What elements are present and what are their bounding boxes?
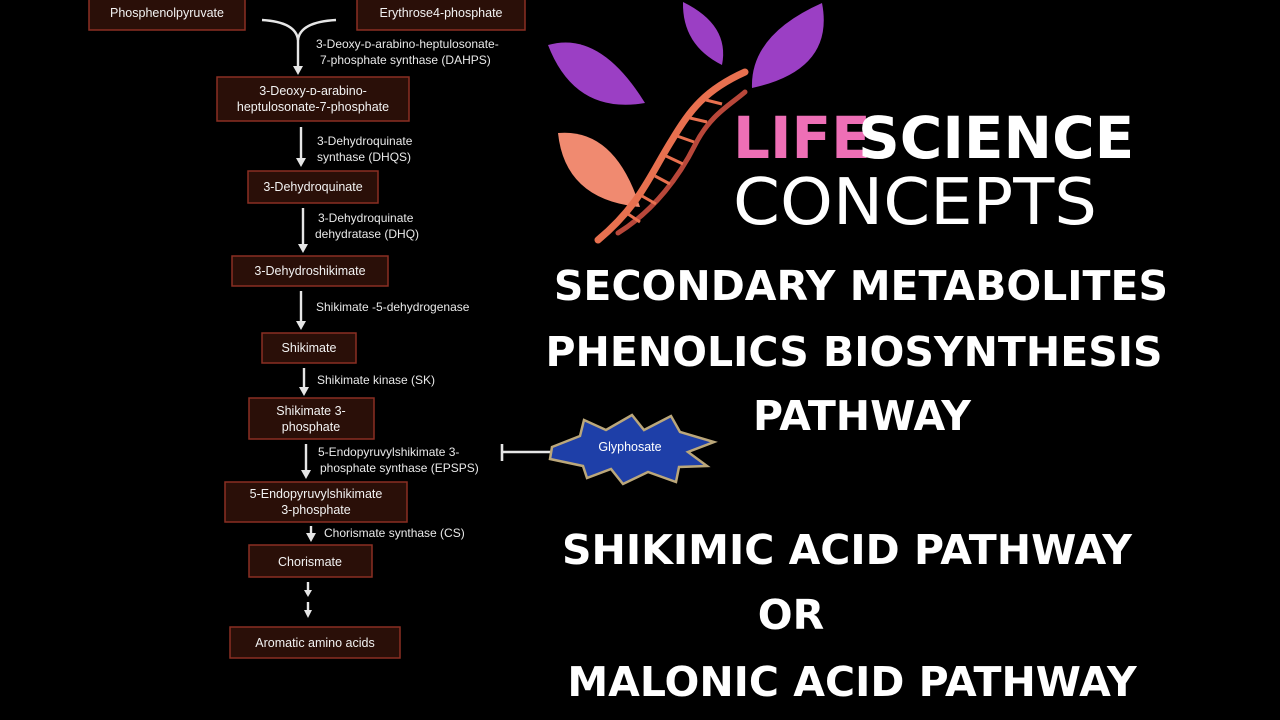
dna-helix-icon xyxy=(594,68,749,244)
arrowhead xyxy=(296,158,306,167)
logo-word-life: LIFE xyxy=(733,104,871,172)
enzyme-dhq-line2: dehydratase (DHQ) xyxy=(315,227,419,241)
node-label: Chorismate xyxy=(278,555,342,569)
node-label-line1: Shikimate 3- xyxy=(276,404,345,418)
node-label-line1: 3-Deoxy-ᴅ-arabino- xyxy=(259,84,367,98)
node-label-line2: heptulosonate-7-phosphate xyxy=(237,100,389,114)
arrowhead xyxy=(304,590,312,597)
enzyme-epsps-line2: phosphate synthase (EPSPS) xyxy=(320,461,479,475)
leaf-left-icon xyxy=(558,132,640,207)
headline-secondary-metabolites: SECONDARY METABOLITES xyxy=(554,262,1168,310)
enzyme-labels: 3-Deoxy-ᴅ-arabino-heptulosonate- 7-phosp… xyxy=(315,37,499,540)
node-label: Aromatic amino acids xyxy=(255,636,375,650)
arrowhead xyxy=(293,66,303,75)
headline-pathway: PATHWAY xyxy=(753,392,972,440)
node-label-line2: phosphate xyxy=(282,420,340,434)
node-dahp: 3-Deoxy-ᴅ-arabino- heptulosonate-7-phosp… xyxy=(216,76,410,122)
headline-phenolics-biosynthesis: PHENOLICS BIOSYNTHESIS xyxy=(545,328,1162,376)
enzyme-cs: Chorismate synthase (CS) xyxy=(324,526,465,540)
arrowhead xyxy=(301,470,311,479)
node-label: Erythrose4-phosphate xyxy=(380,6,503,20)
headline-or: OR xyxy=(758,591,824,639)
headlines: SECONDARY METABOLITES PHENOLICS BIOSYNTH… xyxy=(545,262,1168,706)
arrows xyxy=(261,18,337,618)
node-label-line2: 3-phosphate xyxy=(281,503,351,517)
headline-malonic-acid-pathway: MALONIC ACID PATHWAY xyxy=(567,658,1138,706)
node-epsp: 5-Endopyruvylshikimate 3-phosphate xyxy=(224,481,408,523)
node-label: 3-Dehydroquinate xyxy=(263,180,362,194)
node-label: Shikimate xyxy=(282,341,337,355)
arrowhead xyxy=(299,387,309,396)
leaf-top-middle-icon xyxy=(682,2,724,65)
node-aromatic-amino-acids: Aromatic amino acids xyxy=(229,626,401,659)
arrowhead xyxy=(306,533,316,542)
node-shikimate-3-phosphate: Shikimate 3- phosphate xyxy=(248,397,375,440)
enzyme-dahps-line1: 3-Deoxy-ᴅ-arabino-heptulosonate- xyxy=(316,37,499,51)
node-label-line1: 5-Endopyruvylshikimate xyxy=(250,487,383,501)
glyphosate-inhibitor: Glyphosate xyxy=(500,413,718,486)
logo-word-science: SCIENCE xyxy=(858,104,1134,172)
arrowhead xyxy=(296,321,306,330)
node-erythrose4-phosphate: Erythrose4-phosphate xyxy=(356,0,526,31)
enzyme-epsps-line1: 5-Endopyruvylshikimate 3- xyxy=(318,445,459,459)
node-3-dehydroquinate: 3-Dehydroquinate xyxy=(247,170,379,204)
node-label: 3-Dehydroshikimate xyxy=(254,264,365,278)
leaf-top-left-icon xyxy=(548,42,645,105)
arrowhead xyxy=(304,610,312,618)
enzyme-dhqs-line2: synthase (DHQS) xyxy=(317,150,411,164)
headline-shikimic-acid-pathway: SHIKIMIC ACID PATHWAY xyxy=(562,526,1133,574)
node-label: Phosphenolpyruvate xyxy=(110,6,224,20)
life-science-concepts-logo: LIFE SCIENCE CONCEPTS xyxy=(548,2,1134,244)
node-phosphoenolpyruvate: Phosphenolpyruvate xyxy=(88,0,246,31)
enzyme-dhqs-line1: 3-Dehydroquinate xyxy=(317,134,413,148)
node-chorismate: Chorismate xyxy=(248,544,373,578)
arrowhead xyxy=(298,244,308,253)
enzyme-sk: Shikimate kinase (SK) xyxy=(317,373,435,387)
node-shikimate: Shikimate xyxy=(261,332,357,364)
enzyme-dhq-line1: 3-Dehydroquinate xyxy=(318,211,414,225)
enzyme-sdh: Shikimate -5-dehydrogenase xyxy=(316,300,470,314)
glyphosate-label: Glyphosate xyxy=(598,440,661,454)
leaf-top-right-icon xyxy=(751,3,824,88)
enzyme-dahps-line2: 7-phosphate synthase (DAHPS) xyxy=(320,53,491,67)
logo-word-concepts: CONCEPTS xyxy=(733,166,1097,240)
glyphosate-burst xyxy=(548,413,718,486)
node-3-dehydroshikimate: 3-Dehydroshikimate xyxy=(231,255,389,287)
